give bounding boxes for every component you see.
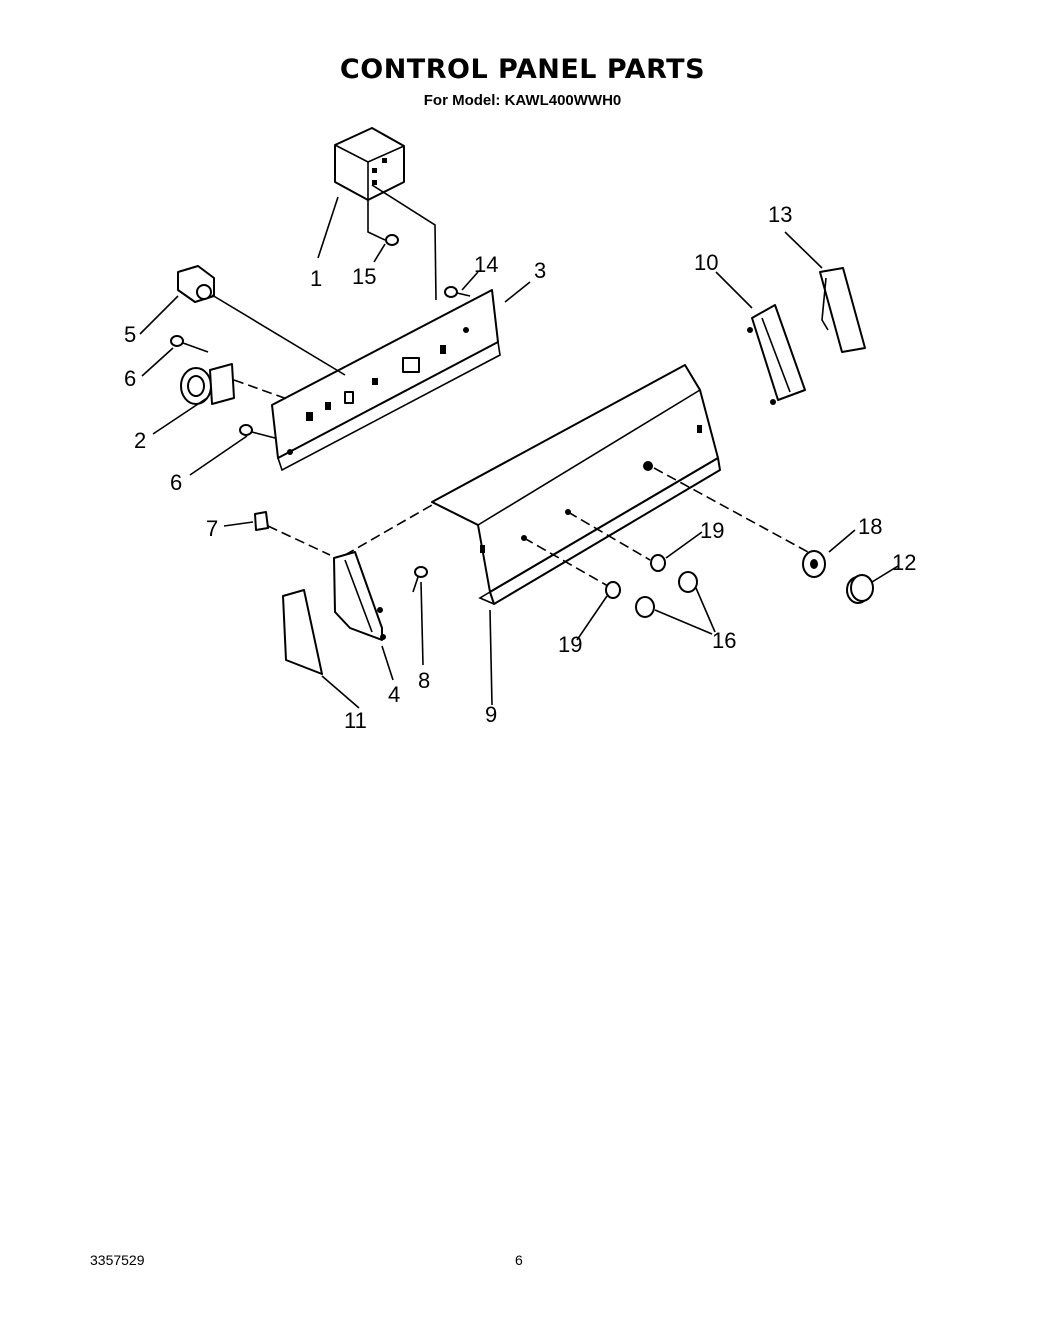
part-spacer-19a [650, 554, 666, 572]
part-end-cap-right [747, 304, 806, 405]
part-spacer-19b [605, 581, 621, 599]
part-screw-14 [444, 286, 471, 298]
callout-10: 10 [694, 250, 718, 275]
callout-14: 14 [474, 252, 498, 277]
callout-18: 18 [858, 514, 882, 539]
part-button-16a [678, 571, 698, 593]
callout-7: 7 [206, 516, 218, 541]
page-title: CONTROL PANEL PARTS [339, 54, 706, 85]
part-timer [334, 127, 405, 201]
callout-1: 1 [310, 266, 322, 291]
callout-11: 11 [344, 708, 367, 733]
callout-9: 9 [485, 702, 497, 727]
callout-2: 2 [134, 428, 146, 453]
part-screw-6a [170, 335, 209, 353]
callout-6-top: 6 [124, 366, 136, 391]
part-screw-15 [367, 200, 399, 246]
callout-15: 15 [352, 264, 376, 289]
callout-19-top: 19 [700, 518, 724, 543]
callout-leaders [139, 196, 899, 709]
part-end-cap-overlay-left [282, 589, 323, 675]
page-number: 6 [515, 1252, 523, 1268]
part-washer [802, 550, 826, 578]
part-rotary-switch [180, 363, 291, 405]
part-screw-6b [239, 424, 276, 439]
callout-3: 3 [534, 258, 546, 283]
part-knob [846, 574, 874, 604]
part-end-cap-left [333, 551, 386, 641]
part-control-bracket [271, 289, 501, 472]
callout-16: 16 [712, 628, 736, 653]
part-switch [177, 265, 346, 376]
part-button-16b [635, 596, 655, 618]
callout-5: 5 [124, 322, 136, 347]
part-clip [254, 511, 331, 556]
callout-13: 13 [768, 202, 792, 227]
callout-8: 8 [418, 668, 430, 693]
part-end-cap-overlay-right [819, 267, 866, 353]
model-subtitle: For Model: KAWL400WWH0 [423, 92, 622, 109]
document-number: 3357529 [90, 1252, 145, 1268]
part-screw-8 [412, 566, 428, 593]
callout-4: 4 [388, 682, 400, 707]
callout-6-bottom: 6 [170, 470, 182, 495]
callout-12: 12 [892, 550, 916, 575]
part-console-panel [431, 364, 721, 605]
callout-19-bottom: 19 [558, 632, 582, 657]
